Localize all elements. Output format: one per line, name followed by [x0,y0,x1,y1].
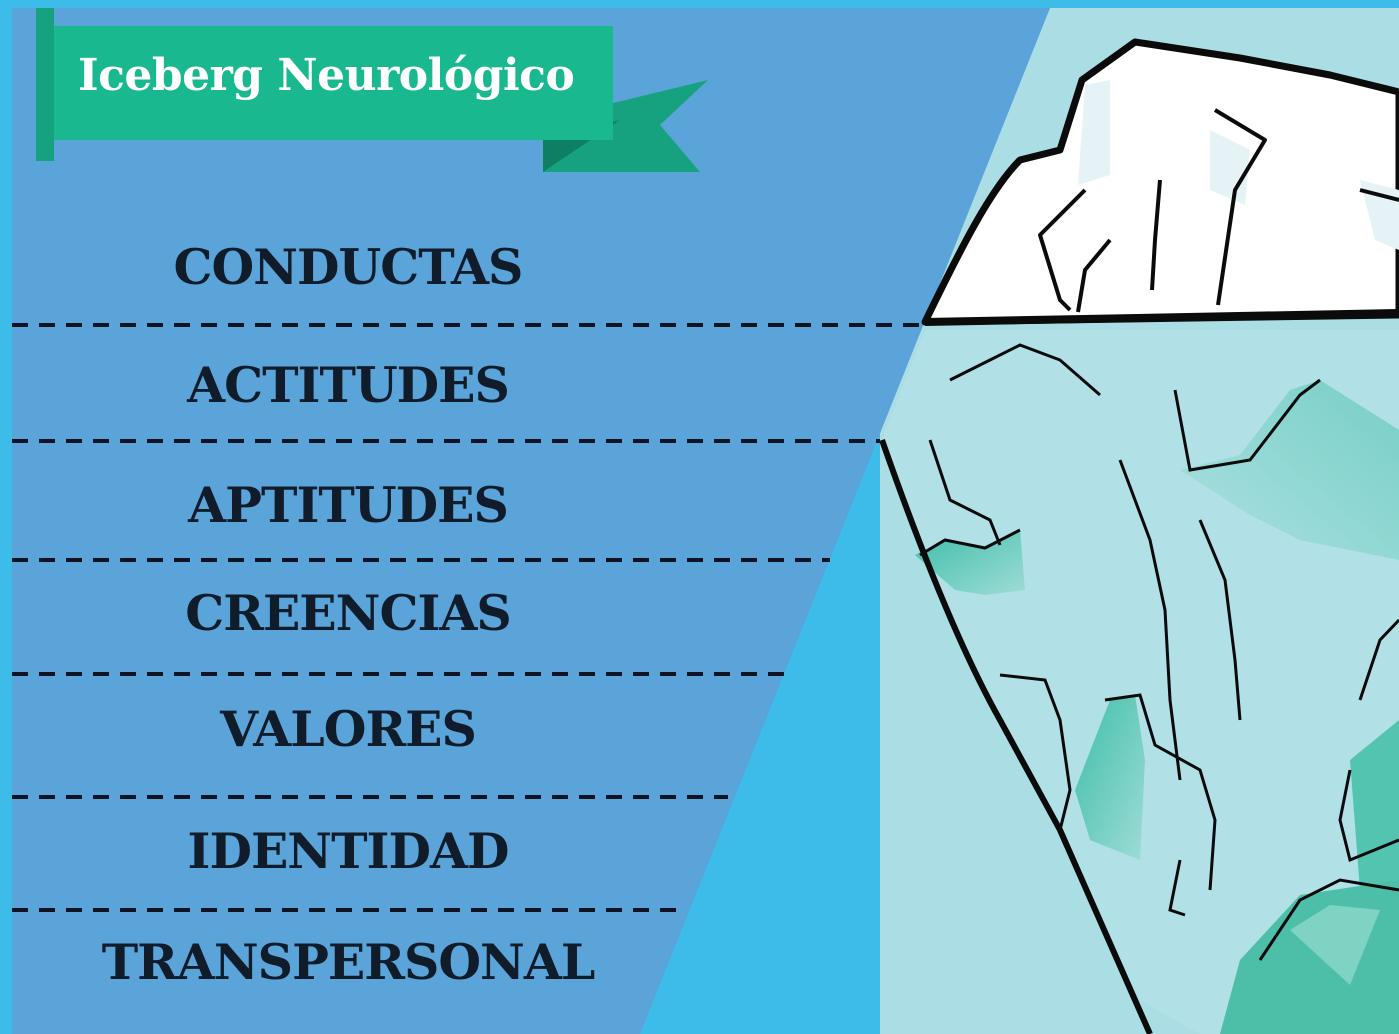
left-panel [12,8,1050,1034]
level-label-actitudes: ACTITUDES [187,356,510,414]
ribbon-pole [36,8,54,161]
ribbon-tail [543,80,708,172]
level-label-transpersonal: TRANSPERSONAL [101,933,596,991]
level-label-conductas: CONDUCTAS [173,238,524,296]
level-label-creencias: CREENCIAS [185,584,512,642]
level-separators [12,323,925,912]
level-label-identidad: IDENTIDAD [187,822,510,880]
diagram-title: Iceberg Neurológico [78,50,575,101]
level-label-valores: VALORES [220,700,477,758]
ribbon-banner [38,26,613,140]
level-label-aptitudes: APTITUDES [188,476,509,534]
